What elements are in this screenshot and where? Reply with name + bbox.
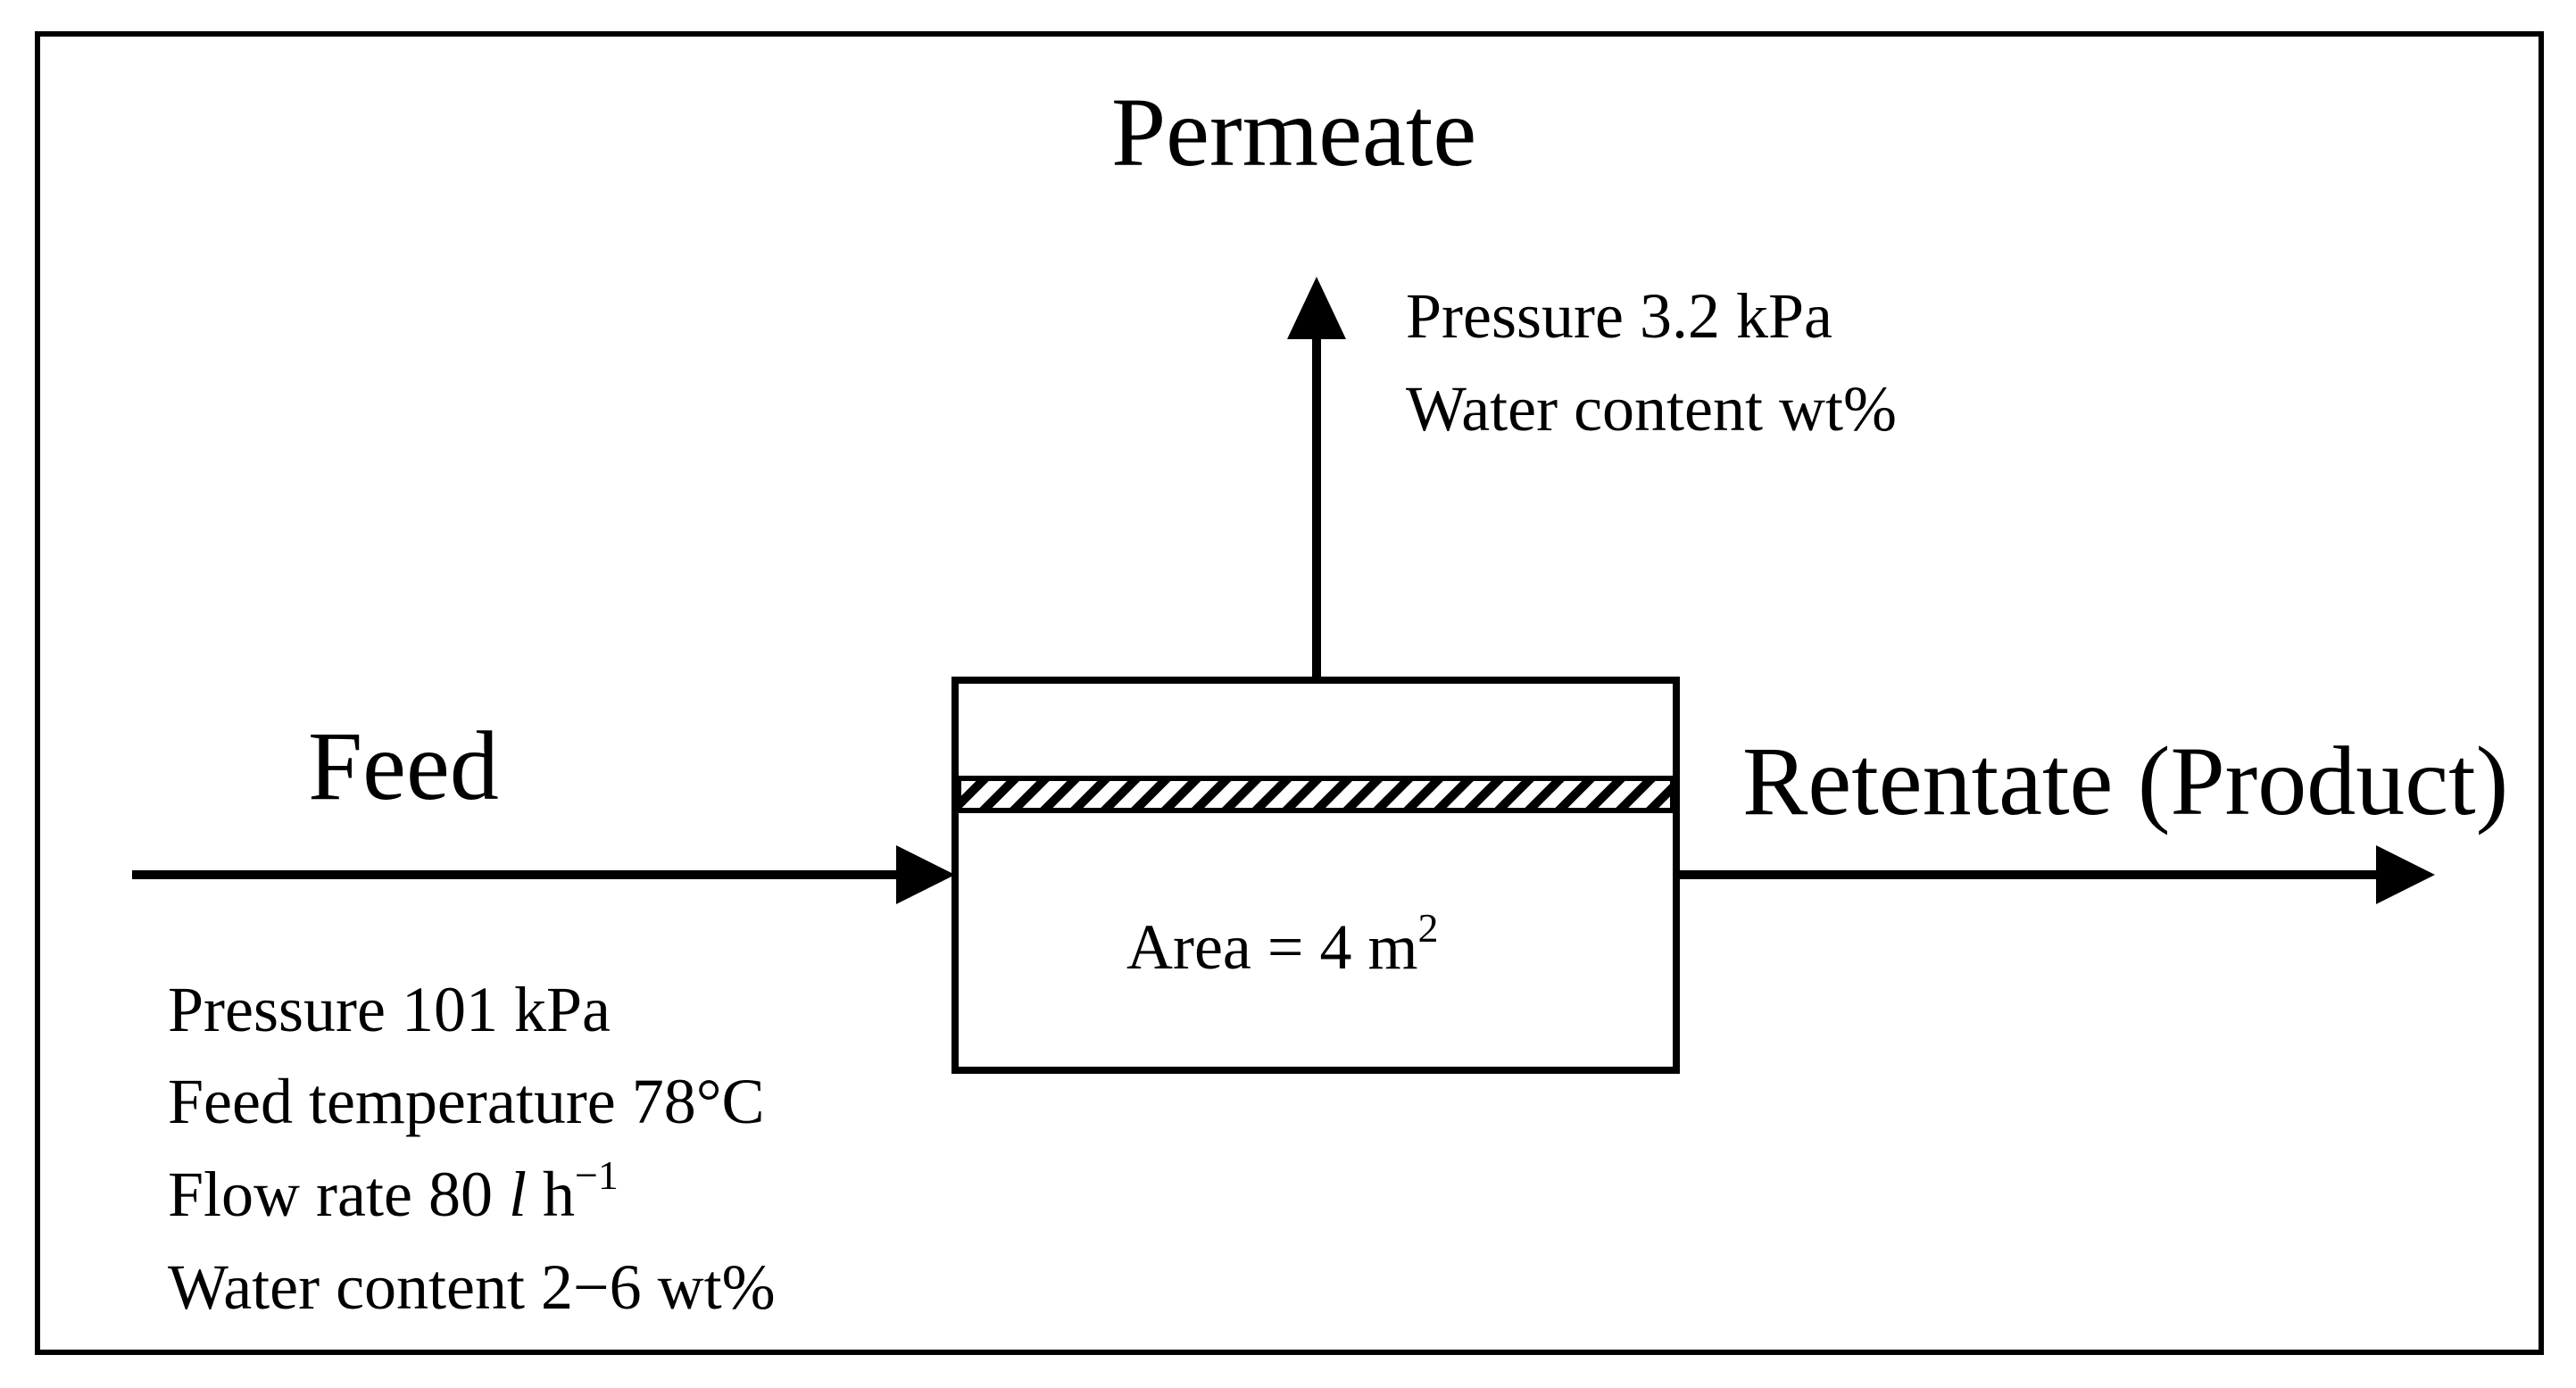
retentate-title: Retentate (Product) [1742,727,2508,835]
permeate-water-content: Water content wt% [1406,373,1897,445]
permeate-pressure: Pressure 3.2 kPa [1406,280,1832,352]
permeate-arrow-head [1287,277,1346,339]
permeate-title: Permeate [1111,78,1476,187]
membrane-module-box [951,677,1680,1074]
feed-pressure: Pressure 101 kPa [168,974,611,1045]
retentate-arrow-head [2376,845,2435,904]
feed-title: Feed [308,711,499,820]
module-area-label: Area = 4 m2 [1126,905,1439,983]
feed-arrow-head [896,845,955,904]
outer-frame [35,31,2544,1355]
feed-water-content: Water content 2−6 wt% [168,1251,776,1323]
feed-temperature: Feed temperature 78°C [168,1066,765,1137]
membrane-layer [956,776,1675,813]
feed-flow-rate: Flow rate 80 l h−1 [168,1152,619,1230]
